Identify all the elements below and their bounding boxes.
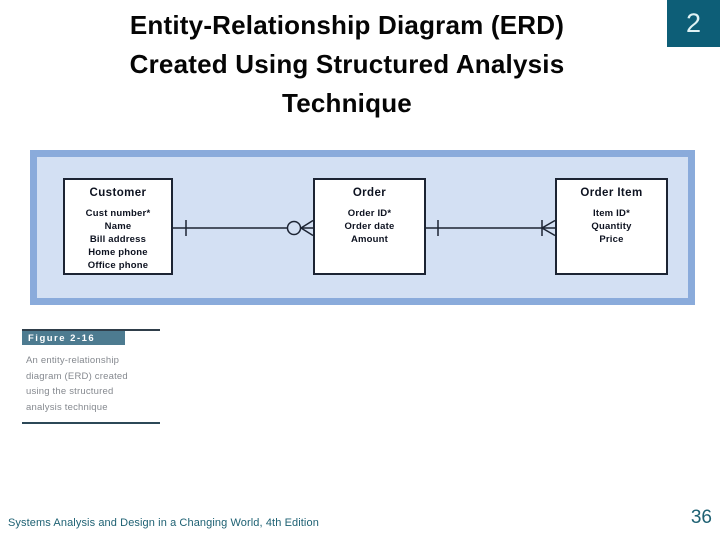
figure-caption: Figure 2-16 An entity-relationship diagr…: [22, 329, 160, 424]
connector-customer-order: [173, 219, 314, 237]
entity-attribute: Office phone: [87, 260, 149, 271]
connector-order-orderitem: [426, 219, 556, 237]
slide-title-line-3: Technique: [282, 88, 412, 118]
cardinality-zero-or-many-marker: [286, 219, 314, 237]
figure-caption-top-rule: [22, 329, 160, 331]
entity-attributes: Order ID* Order date Amount: [315, 207, 424, 246]
entity-attribute: Item ID*: [593, 208, 630, 219]
slide-number: 2: [685, 8, 702, 38]
entity-attribute: Order date: [344, 221, 395, 232]
entity-attribute: Order ID*: [347, 208, 392, 219]
figure-caption-bottom-rule: [22, 422, 160, 424]
entity-customer: Customer Cust number* Name Bill address …: [63, 178, 173, 275]
slide-number-badge: 2: [667, 0, 720, 47]
entity-attribute: Quantity: [591, 221, 632, 232]
figure-caption-line: diagram (ERD) created: [26, 370, 128, 382]
entity-attribute: Amount: [350, 234, 389, 245]
entity-attribute: Cust number*: [85, 208, 151, 219]
page-number: 36: [690, 507, 712, 528]
entity-attribute: Bill address: [89, 234, 147, 245]
entity-attributes: Cust number* Name Bill address Home phon…: [65, 207, 171, 272]
footer-text: Systems Analysis and Design in a Changin…: [8, 517, 319, 529]
entity-attribute: Price: [599, 234, 624, 245]
figure-caption-line: An entity-relationship: [26, 355, 120, 366]
entity-attribute: Name: [104, 221, 132, 232]
entity-title: Order Item: [580, 187, 643, 199]
entity-order-item: Order Item Item ID* Quantity Price: [555, 178, 668, 275]
slide-title-line-1: Entity-Relationship Diagram (ERD): [129, 10, 565, 40]
figure-label: Figure 2-16: [22, 331, 125, 345]
slide-title: Entity-Relationship Diagram (ERD) Create…: [40, 6, 654, 123]
erd-diagram-panel: Customer Cust number* Name Bill address …: [30, 150, 695, 305]
slide-title-line-2: Created Using Structured Analysis: [129, 49, 565, 79]
figure-caption-line: using the structured: [26, 386, 114, 397]
figure-caption-text: An entity-relationship diagram (ERD) cre…: [26, 353, 160, 415]
entity-title: Customer: [89, 187, 147, 199]
figure-label-text: Figure 2-16: [28, 332, 96, 344]
cardinality-one-or-many-marker: [541, 219, 556, 237]
entity-order: Order Order ID* Order date Amount: [313, 178, 426, 275]
entity-title: Order: [352, 187, 387, 199]
figure-caption-line: analysis technique: [26, 401, 108, 413]
entity-attribute: Home phone: [88, 247, 148, 258]
entity-attributes: Item ID* Quantity Price: [557, 207, 666, 246]
